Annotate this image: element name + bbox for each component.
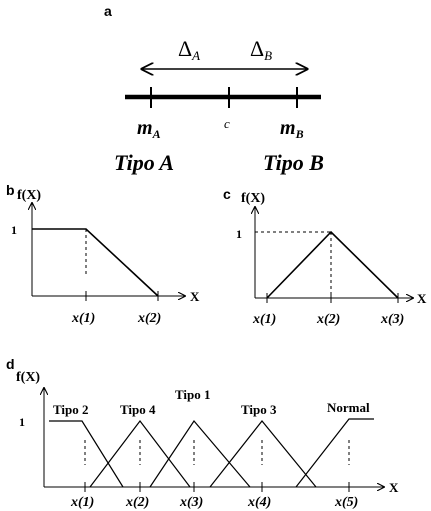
panel-d: d f(X) X 1 x(1) x(2) x(3) x(4) x(5) Tipo… [6,356,399,510]
tipo-2-label: Tipo 2 [53,402,89,417]
panel-c: c f(X) X 1 x(1) x(2) x(3) [223,186,427,327]
panel-d-x3-label: x(3) [179,495,203,510]
panel-d-label: d [6,356,15,372]
tipo-1-label: Tipo 1 [175,387,211,402]
panel-d-xlabel: X [389,480,399,495]
panel-c-xlabel: X [417,291,427,306]
panel-d-x2-label: x(2) [125,495,149,510]
panel-a-label: a [104,3,112,19]
panel-d-x4-label: x(4) [247,495,271,510]
panel-c-label: c [223,186,231,202]
m-a-label: mA [137,117,161,141]
panel-c-x1-label: x(1) [252,312,276,327]
panel-b-ylabel: f(X) [17,188,41,203]
delta-b-label: ΔB [250,36,272,63]
curve-tipo-4 [89,420,191,488]
panel-d-x1-label: x(1) [70,495,94,510]
curve-normal [295,418,374,488]
panel-c-x3-label: x(3) [380,312,404,327]
panel-b-xlabel: X [190,289,200,304]
tipo-3-label: Tipo 3 [241,402,277,417]
panel-c-one: 1 [236,227,242,241]
panel-b: b f(X) X 1 x(1) x(2) [6,182,200,326]
panel-b-x2-label: x(2) [137,311,161,326]
delta-a-label: ΔA [178,36,200,63]
panel-c-x2-label: x(2) [316,312,340,327]
curve-tipo-3 [209,420,317,488]
panel-d-x5-label: x(5) [334,495,358,510]
panel-d-ylabel: f(X) [16,370,40,385]
panel-b-x1-label: x(1) [71,311,95,326]
tipo-4-label: Tipo 4 [120,402,156,417]
tipo-b-label: Tipo B [263,150,324,175]
normal-label: Normal [327,400,370,415]
panel-b-label: b [6,182,15,198]
panel-b-one: 1 [11,223,17,237]
curve-tipo-2 [49,420,124,488]
panel-d-one: 1 [19,415,25,429]
curve-tipo-1 [149,420,251,488]
panel-c-triangle-curve [266,230,399,299]
panel-c-ylabel: f(X) [241,191,265,206]
panel-b-membership-curve [32,228,159,297]
c-label: c [224,116,230,131]
panel-a: a ΔA ΔB mA c mB Tipo A Tipo B [104,3,324,175]
m-b-label: mB [280,117,304,141]
tipo-a-label: Tipo A [114,150,174,175]
